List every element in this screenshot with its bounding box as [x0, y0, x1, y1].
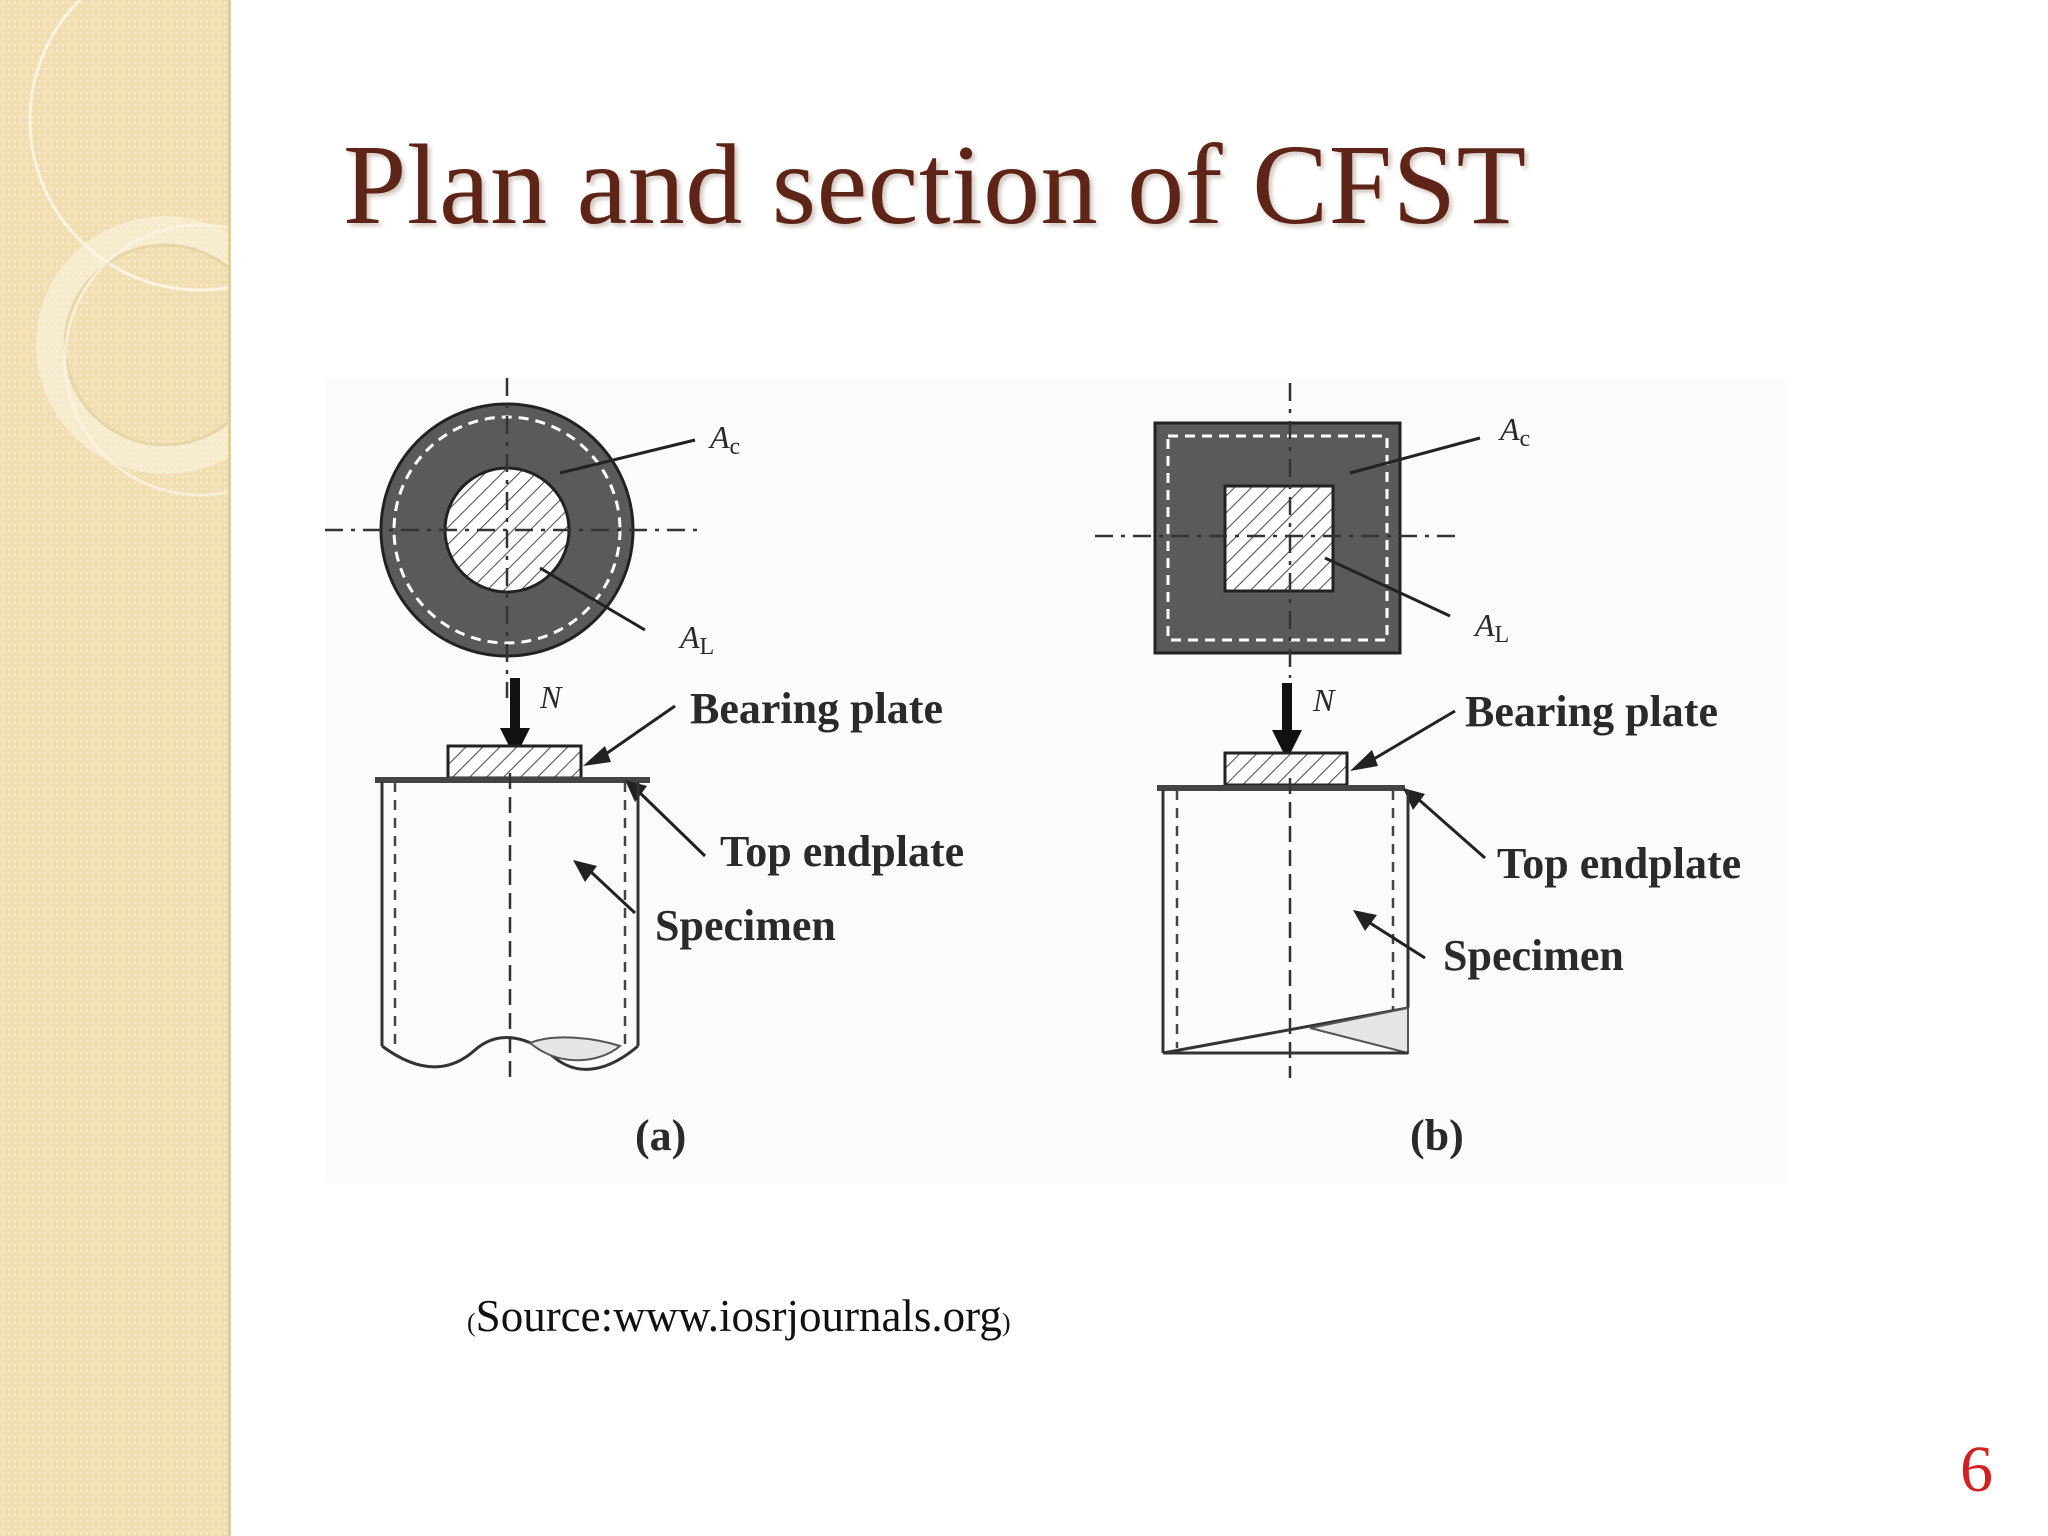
panel-a-specimen-label: Specimen: [655, 901, 836, 950]
source-text: Source:www.iosrjournals.org: [475, 1291, 1002, 1341]
decorative-sidebar: [0, 0, 231, 1536]
panel-a-al-label: AL: [678, 619, 714, 660]
panel-a-top-endplate-arrowhead: [625, 780, 647, 802]
slide-page-number: 6: [1960, 1433, 1993, 1506]
panel-a-ac-label: Ac: [708, 419, 740, 460]
panel-b-top-endplate-arrowhead: [1403, 788, 1425, 810]
panel-a-specimen-arrowhead: [573, 860, 597, 882]
panel-a-load-label: N: [539, 679, 563, 715]
panel-b-al-leader: [1324, 556, 1451, 618]
panel-a-circular-plan: [325, 378, 697, 698]
panel-a-specimen-tube: [380, 773, 640, 1078]
panel-b-al-label: AL: [1473, 607, 1509, 648]
cfst-diagram: Ac AL N Bearing plate Top endplate: [325, 378, 1785, 1183]
panel-b-load-arrowhead: [1272, 730, 1302, 760]
panel-a-al-leader: [539, 566, 646, 632]
panel-b-specimen-arrowhead: [1353, 910, 1377, 931]
panel-b-load-label: N: [1312, 682, 1336, 718]
source-open-paren: (: [467, 1308, 476, 1337]
source-close-paren: ): [1001, 1308, 1011, 1337]
panel-b-square-plan: [1095, 383, 1455, 678]
sidebar-circles-decoration: [28, 0, 228, 497]
panel-a-ac-leader: [559, 438, 696, 475]
panel-b: Ac AL N Bearing plate Top endplate: [1095, 383, 1741, 1160]
panel-a-bearing-plate-label: Bearing plate: [690, 684, 943, 733]
panel-b-ac-label: Ac: [1498, 411, 1530, 452]
panel-a-top-endplate-label: Top endplate: [720, 827, 964, 876]
panel-a-specimen-leader: [588, 869, 637, 915]
panel-b-caption: (b): [1410, 1111, 1464, 1160]
panel-b-bearing-plate-label: Bearing plate: [1465, 687, 1718, 736]
source-citation: (Source:www.iosrjournals.org): [467, 1290, 1011, 1342]
panel-a: Ac AL N Bearing plate Top endplate: [325, 378, 964, 1160]
panel-b-specimen-tube: [1161, 778, 1410, 1078]
slide-title: Plan and section of CFST: [343, 121, 1527, 248]
panel-a-bearing-plate-arrowhead: [583, 746, 611, 766]
panel-b-bearing-plate: [1223, 751, 1349, 787]
panel-b-top-endplate-label: Top endplate: [1497, 839, 1741, 888]
panel-b-bearing-plate-arrowhead: [1350, 750, 1378, 771]
panel-a-top-endplate-leader: [635, 788, 707, 858]
panel-b-top-endplate-leader: [1416, 796, 1486, 860]
cfst-diagram-svg: Ac AL N Bearing plate Top endplate: [325, 378, 1741, 1160]
panel-a-load-arrowhead: [500, 728, 530, 758]
panel-a-bearing-plate-leader: [599, 704, 676, 760]
panel-a-caption: (a): [635, 1111, 686, 1160]
panel-b-ac-leader: [1349, 436, 1481, 475]
panel-b-specimen-label: Specimen: [1443, 931, 1624, 980]
panel-a-bearing-plate: [446, 744, 583, 780]
panel-b-bearing-plate-leader: [1366, 709, 1456, 765]
panel-b-specimen-leader: [1369, 921, 1426, 960]
